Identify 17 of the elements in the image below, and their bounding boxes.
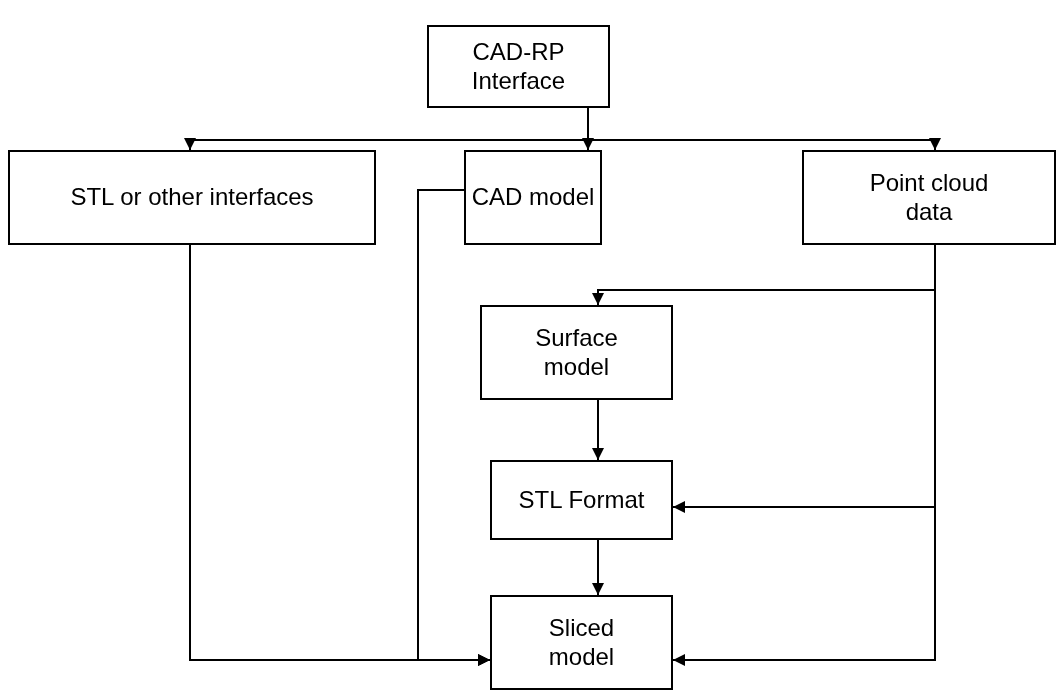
process-box <box>427 25 610 108</box>
arrow <box>592 539 604 596</box>
box-label: Surface model <box>534 323 619 382</box>
process-box <box>490 595 673 690</box>
process-box <box>8 150 376 245</box>
box-label: STL or other interfaces <box>70 183 314 212</box>
box-label: Point cloud data <box>868 168 990 227</box>
arrow <box>417 189 491 666</box>
process-box <box>802 150 1056 245</box>
box-label: STL Format <box>518 485 645 515</box>
process-box <box>490 460 673 540</box>
process-box <box>480 305 673 400</box>
box-label: CAD model <box>471 183 595 212</box>
arrow <box>592 399 604 461</box>
process-box <box>464 150 602 245</box>
box-label: CAD-RP Interface <box>470 37 567 96</box>
box-label: Sliced model <box>547 613 616 672</box>
